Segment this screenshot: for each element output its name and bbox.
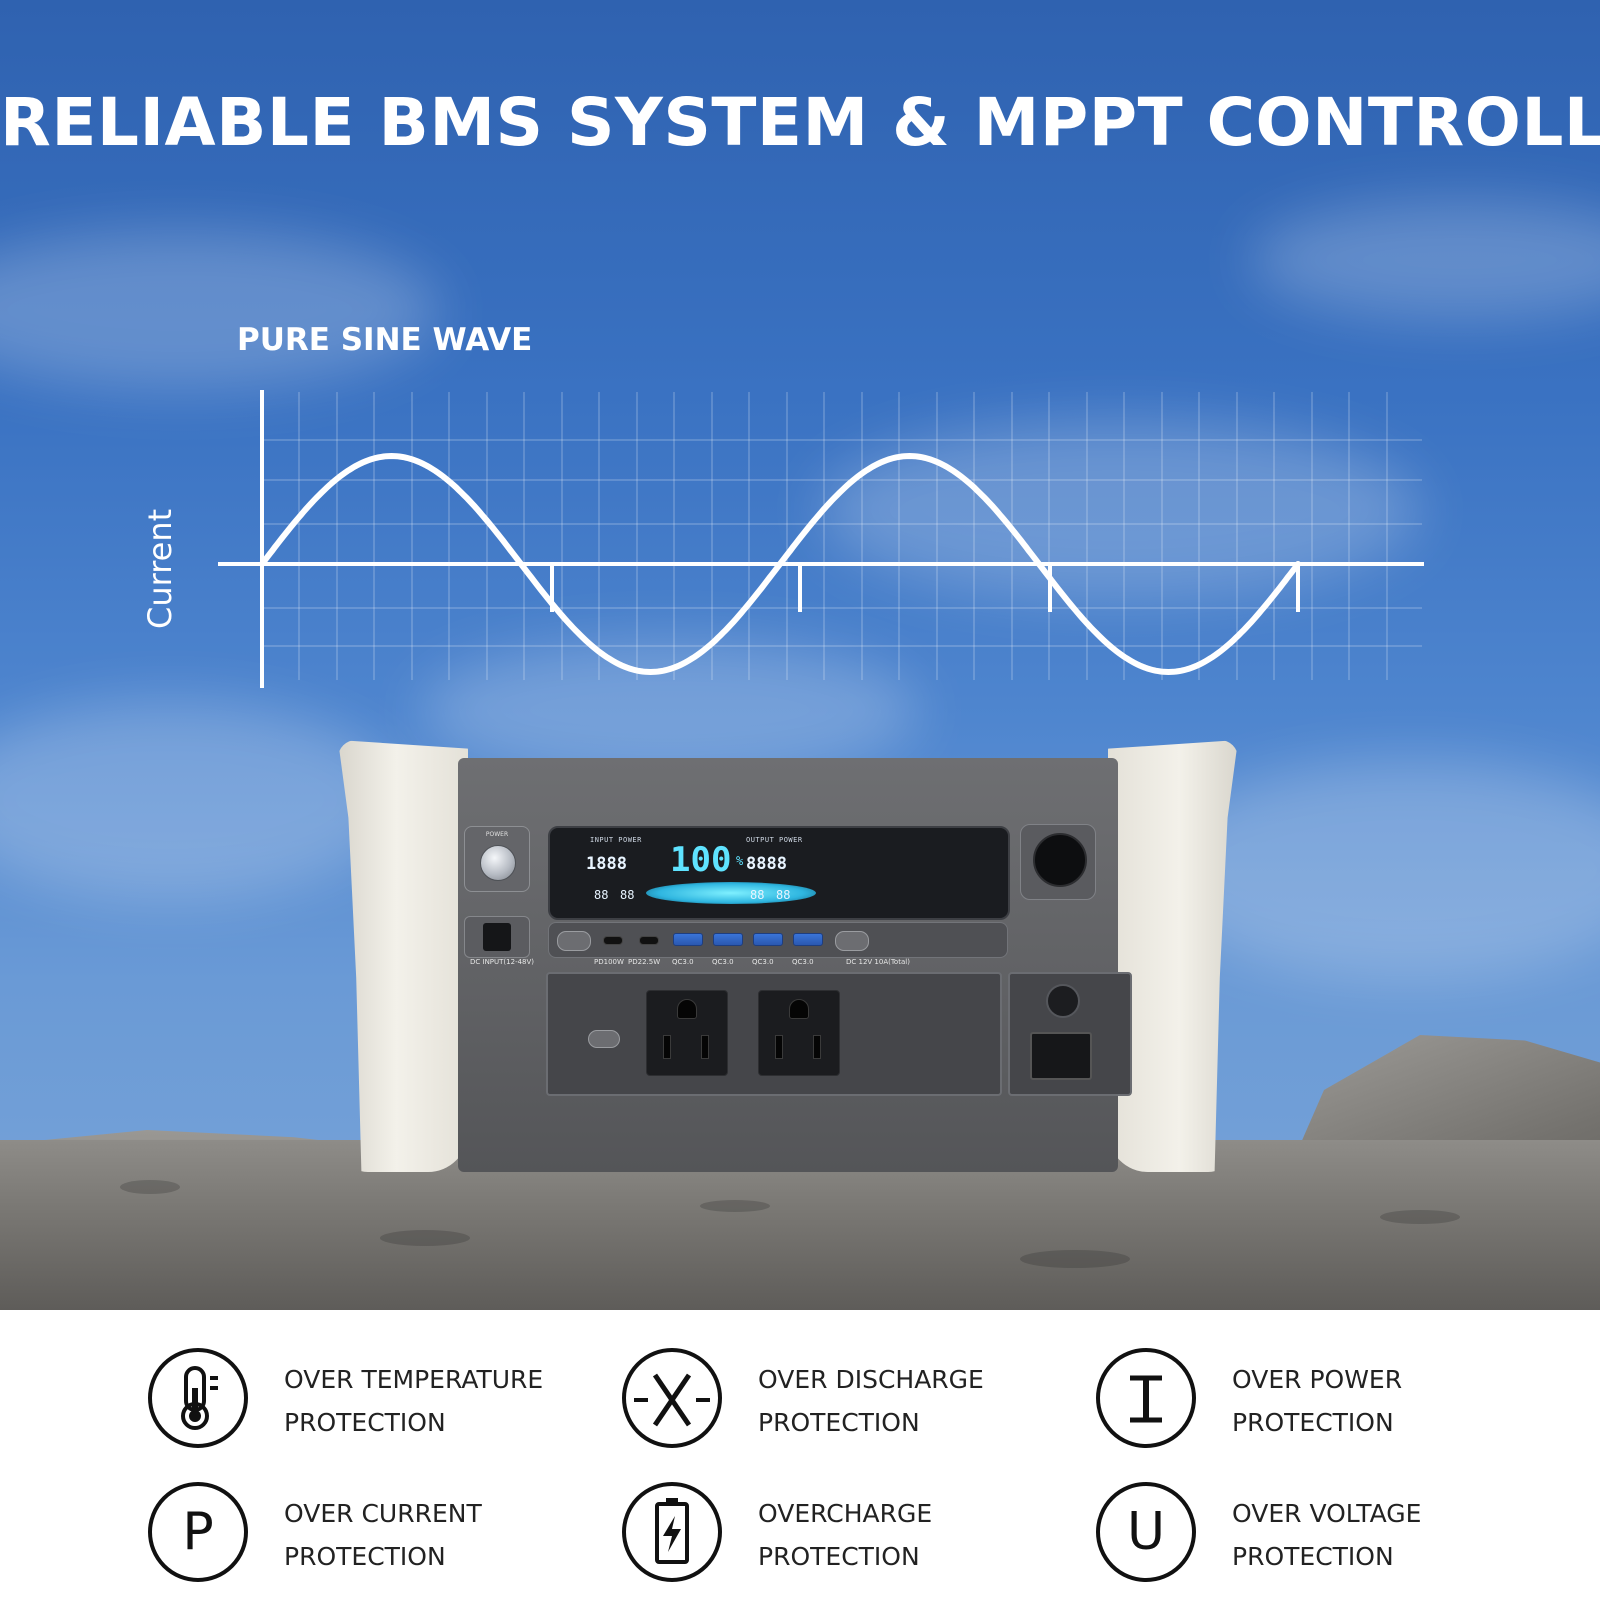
- feature-line2: PROTECTION: [758, 1408, 920, 1437]
- feature-line2: PROTECTION: [1232, 1542, 1394, 1571]
- power-button-housing: POWER: [464, 826, 530, 892]
- usb-c-port-pd22[interactable]: [639, 936, 659, 945]
- headline: RELIABLE BMS SYSTEM & MPPT CONTROLLER: [0, 84, 1600, 161]
- feature-line2: PROTECTION: [758, 1542, 920, 1571]
- car-socket-hole: [1033, 833, 1087, 887]
- ac-outlet-panel: [546, 972, 1002, 1096]
- lcd-output-timer: 88: [750, 888, 765, 902]
- feature-line1: OVER VOLTAGE: [1232, 1499, 1422, 1528]
- usb-port-row: [548, 922, 1008, 958]
- car-charger-socket[interactable]: [1020, 824, 1096, 900]
- usb-a-port-4[interactable]: [793, 933, 823, 946]
- feature-line1: OVER TEMPERATURE: [284, 1365, 544, 1394]
- lcd-input-timer2: 88: [620, 888, 635, 902]
- label-qc4: QC3.0: [792, 958, 814, 966]
- dc-input-port[interactable]: [464, 916, 530, 958]
- chart-title: PURE SINE WAVE: [237, 322, 533, 358]
- label-pd100: PD100W: [594, 958, 624, 966]
- feature-line2: PROTECTION: [284, 1408, 446, 1437]
- label-dc-input: DC INPUT(12-48V): [470, 958, 535, 966]
- label-qc1: QC3.0: [672, 958, 694, 966]
- label-pd22: PD22.5W: [628, 958, 661, 966]
- usb-power-button[interactable]: [557, 931, 591, 951]
- feature-line1: OVERCHARGE: [758, 1499, 933, 1528]
- usb-a-port-3[interactable]: [753, 933, 783, 946]
- power-i-icon: [1096, 1348, 1196, 1448]
- x-ticks: [550, 564, 1300, 612]
- breaker-reset-button[interactable]: [1046, 984, 1080, 1018]
- device-body: POWER INPUT POWER OUTPUT POWER 1888 100 …: [458, 758, 1132, 1172]
- label-dc-out: DC 12V 10A(Total): [846, 958, 910, 966]
- feature-line2: PROTECTION: [1232, 1408, 1394, 1437]
- usb-a-port-1[interactable]: [673, 933, 703, 946]
- lcd-battery-ring: [646, 882, 816, 904]
- lcd-input-label: INPUT POWER: [590, 836, 642, 844]
- lcd-output-value: 8888: [746, 854, 787, 874]
- label-qc2: QC3.0: [712, 958, 734, 966]
- lcd-output-label: OUTPUT POWER: [746, 836, 803, 844]
- feature-over-power: OVER POWER PROTECTION: [1096, 1348, 1536, 1458]
- hero-banner: RELIABLE BMS SYSTEM & MPPT CONTROLLER PU…: [0, 0, 1600, 1310]
- feature-line1: OVER POWER: [1232, 1365, 1403, 1394]
- sine-wave-chart: [0, 0, 1600, 1310]
- feature-overcharge: OVERCHARGE PROTECTION: [622, 1482, 1062, 1592]
- rock-ground: [0, 1140, 1600, 1310]
- lcd-percent-unit: %: [736, 854, 744, 868]
- voltage-u-icon: U: [1096, 1482, 1196, 1582]
- thermometer-icon: [148, 1348, 248, 1448]
- lcd-display: INPUT POWER OUTPUT POWER 1888 100 % 8888…: [548, 826, 1010, 920]
- right-handle: [1108, 740, 1238, 1172]
- battery-charge-icon: [622, 1482, 722, 1582]
- left-handle: [338, 740, 468, 1172]
- discharge-x-icon: [622, 1348, 722, 1448]
- power-label: POWER: [485, 831, 509, 838]
- ac-input-panel: [1008, 972, 1132, 1096]
- sine-wave: [259, 452, 1301, 676]
- usb-a-port-2[interactable]: [713, 933, 743, 946]
- ac-input-port[interactable]: [1030, 1032, 1092, 1080]
- feature-over-current: P OVER CURRENT PROTECTION: [148, 1482, 588, 1592]
- feature-line1: OVER CURRENT: [284, 1499, 482, 1528]
- dc-power-button[interactable]: [835, 931, 869, 951]
- feature-over-discharge: OVER DISCHARGE PROTECTION: [622, 1348, 1062, 1458]
- feature-over-temperature: OVER TEMPERATURE PROTECTION: [148, 1348, 588, 1458]
- ac-outlet-1[interactable]: [646, 990, 728, 1076]
- lcd-input-value: 1888: [586, 854, 627, 874]
- usb-c-port-pd100[interactable]: [603, 936, 623, 945]
- chart-grid: [262, 392, 1422, 680]
- lcd-percent: 100: [670, 840, 732, 880]
- lcd-output-timer2: 88: [776, 888, 791, 902]
- feature-over-voltage: U OVER VOLTAGE PROTECTION: [1096, 1482, 1536, 1592]
- power-button[interactable]: [480, 845, 516, 881]
- ac-outlet-2[interactable]: [758, 990, 840, 1076]
- voltage-letter: U: [1126, 1502, 1166, 1562]
- current-letter: P: [182, 1502, 214, 1562]
- power-station: POWER INPUT POWER OUTPUT POWER 1888 100 …: [338, 740, 1238, 1172]
- protection-features: OVER TEMPERATURE PROTECTION OVER DISCHAR…: [0, 1310, 1600, 1600]
- lcd-input-timer: 88: [594, 888, 609, 902]
- feature-line1: OVER DISCHARGE: [758, 1365, 984, 1394]
- feature-line2: PROTECTION: [284, 1542, 446, 1571]
- ac-power-button[interactable]: [588, 1030, 620, 1048]
- current-p-icon: P: [148, 1482, 248, 1582]
- label-qc3: QC3.0: [752, 958, 774, 966]
